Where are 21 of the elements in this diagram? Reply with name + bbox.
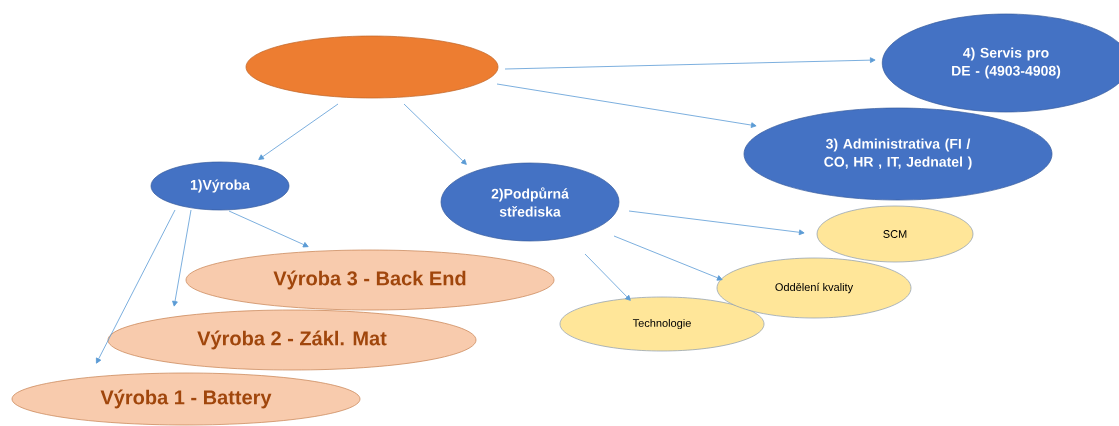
arrow	[496, 83, 757, 128]
arrow	[95, 209, 176, 364]
ellipse-node: 3) Administrativa (FI / CO, HR , IT, Jednatel )	[743, 107, 1053, 201]
arrow	[403, 103, 467, 165]
arrow	[504, 57, 876, 70]
ellipse-node: Technologie	[559, 296, 765, 352]
ellipse-node: Oddělení kvality	[716, 257, 912, 319]
arrow	[258, 103, 339, 160]
ellipse-node: SCM	[816, 205, 974, 263]
arrow	[628, 210, 805, 236]
ellipse-node	[245, 35, 499, 99]
ellipse-node: Výroba 2 - Zákl. Mat	[107, 309, 477, 371]
arrow	[584, 253, 631, 301]
ellipse-node: 4) Servis pro DE - (4903-4908)	[881, 13, 1119, 113]
ellipse-node: 2)Podpůrná střediska	[440, 162, 620, 242]
ellipse-node: Výroba 1 - Battery	[11, 372, 361, 426]
arrow	[172, 209, 192, 307]
ellipse-node: 1)Výroba	[150, 161, 290, 211]
arrow	[228, 210, 309, 248]
arrow	[613, 235, 723, 281]
ellipse-node: Výroba 3 - Back End	[185, 249, 555, 311]
